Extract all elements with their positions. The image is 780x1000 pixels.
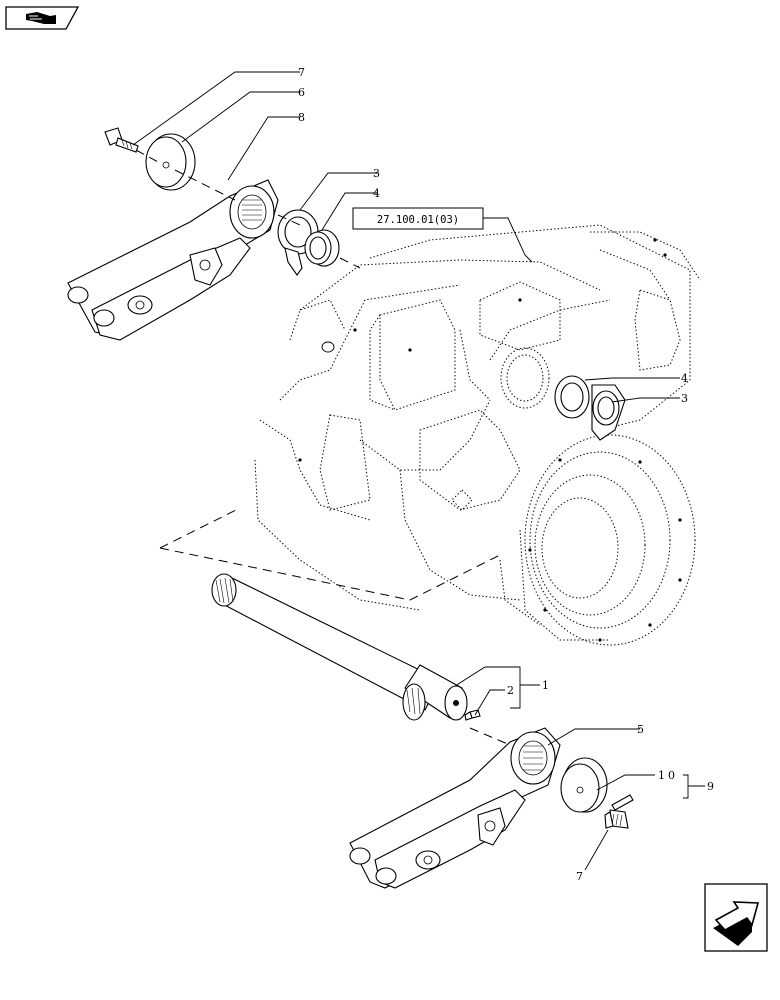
callout-8: 8 bbox=[298, 111, 305, 124]
callout-4-right: 4 bbox=[681, 372, 688, 385]
back-nav-button[interactable] bbox=[5, 6, 80, 30]
callout-4-top: 4 bbox=[373, 187, 380, 200]
projection-lines bbox=[159, 508, 501, 601]
roll-pin bbox=[464, 709, 481, 721]
arrow-next-page-icon bbox=[713, 901, 760, 946]
bolt-top bbox=[104, 127, 139, 153]
callout-2: 2 bbox=[507, 684, 514, 697]
lower-lift-arm bbox=[349, 727, 561, 889]
splined-shaft bbox=[211, 573, 468, 721]
callout-3-right: 3 bbox=[681, 392, 688, 405]
bushing-upper bbox=[304, 229, 340, 267]
callout-6: 6 bbox=[298, 86, 305, 99]
washer-lower bbox=[560, 757, 608, 813]
callout-10: 10 bbox=[658, 769, 678, 782]
upper-lift-arm bbox=[67, 179, 279, 341]
housing-bushing-seal bbox=[554, 375, 626, 441]
callout-labels: 7 6 8 3 4 4 3 2 1 5 10 9 7 bbox=[298, 66, 714, 883]
hand-pointing-back-icon bbox=[26, 12, 56, 24]
callout-leaders bbox=[132, 71, 705, 871]
next-page-button[interactable] bbox=[704, 883, 768, 952]
transmission-housing bbox=[254, 224, 701, 646]
section-reference-label: 27.100.01(03) bbox=[377, 214, 459, 226]
callout-1: 1 bbox=[542, 679, 549, 692]
washer-top bbox=[145, 133, 196, 191]
callout-3-top: 3 bbox=[373, 167, 380, 180]
pin-lower bbox=[611, 794, 634, 811]
bolt-lower bbox=[604, 809, 629, 829]
callout-7-bottom: 7 bbox=[576, 870, 583, 883]
callout-5: 5 bbox=[637, 723, 644, 736]
section-reference[interactable]: 27.100.01(03) bbox=[352, 207, 533, 263]
callout-9: 9 bbox=[707, 780, 714, 793]
callout-7-top: 7 bbox=[298, 66, 305, 79]
